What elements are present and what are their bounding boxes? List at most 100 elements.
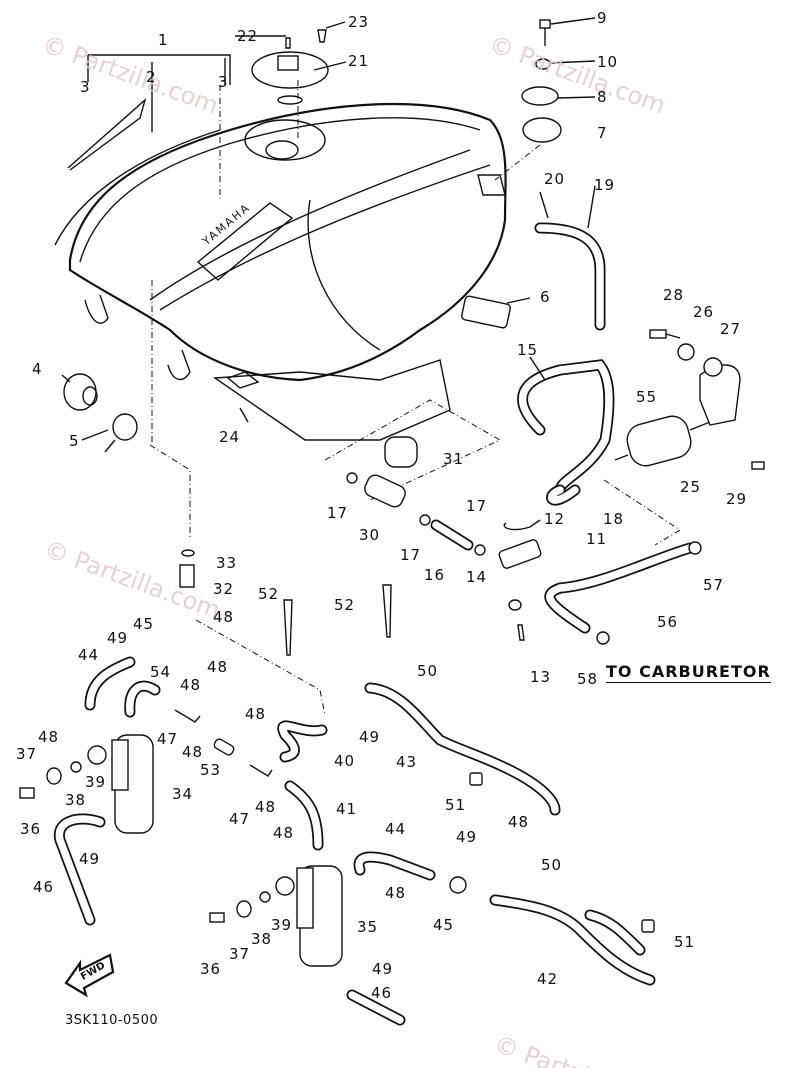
callout-8[interactable]: 8 xyxy=(597,88,608,106)
callout-49[interactable]: 49 xyxy=(372,960,394,978)
callout-33[interactable]: 33 xyxy=(216,554,238,572)
gasket-12[interactable] xyxy=(503,519,541,531)
collar-26[interactable] xyxy=(677,343,695,361)
callout-40[interactable]: 40 xyxy=(334,752,356,770)
bolt-9[interactable] xyxy=(539,19,551,29)
tank-stripe-decal[interactable] xyxy=(67,97,147,171)
callout-49[interactable]: 49 xyxy=(456,828,478,846)
callout-38[interactable]: 38 xyxy=(251,930,273,948)
callout-47[interactable]: 47 xyxy=(157,730,179,748)
callout-48[interactable]: 48 xyxy=(508,813,530,831)
callout-5[interactable]: 5 xyxy=(69,432,80,450)
callout-54[interactable]: 54 xyxy=(150,663,172,681)
callout-9[interactable]: 9 xyxy=(597,9,608,27)
callout-48[interactable]: 48 xyxy=(207,658,229,676)
callout-30[interactable]: 30 xyxy=(359,526,381,544)
callout-38[interactable]: 38 xyxy=(65,791,87,809)
callout-53[interactable]: 53 xyxy=(200,761,222,779)
callout-37[interactable]: 37 xyxy=(229,945,251,963)
callout-23[interactable]: 23 xyxy=(348,13,370,31)
callout-2[interactable]: 2 xyxy=(146,68,157,86)
callout-46[interactable]: 46 xyxy=(371,984,393,1002)
callout-10[interactable]: 10 xyxy=(597,53,619,71)
callout-13[interactable]: 13 xyxy=(530,668,552,686)
callout-3[interactable]: 3 xyxy=(218,73,229,91)
tank-stripe-decal-lower[interactable] xyxy=(54,129,221,246)
callout-56[interactable]: 56 xyxy=(657,613,679,631)
callout-41[interactable]: 41 xyxy=(336,800,358,818)
callout-48[interactable]: 48 xyxy=(255,798,277,816)
callout-48[interactable]: 48 xyxy=(213,608,235,626)
cover-31[interactable] xyxy=(384,436,418,468)
callout-52[interactable]: 52 xyxy=(334,596,356,614)
callout-44[interactable]: 44 xyxy=(78,646,100,664)
fuel-gauge-unit-4[interactable] xyxy=(63,373,98,411)
callout-39[interactable]: 39 xyxy=(271,916,293,934)
callout-35[interactable]: 35 xyxy=(357,918,379,936)
callout-49[interactable]: 49 xyxy=(359,728,381,746)
callout-24[interactable]: 24 xyxy=(219,428,241,446)
callout-31[interactable]: 31 xyxy=(443,450,465,468)
fuel-pump[interactable] xyxy=(614,413,721,470)
callout-46[interactable]: 46 xyxy=(33,878,55,896)
callout-45[interactable]: 45 xyxy=(133,615,155,633)
callout-50[interactable]: 50 xyxy=(541,856,563,874)
callout-48[interactable]: 48 xyxy=(180,676,202,694)
damper-7[interactable] xyxy=(522,117,562,143)
callout-36[interactable]: 36 xyxy=(20,820,42,838)
callout-4[interactable]: 4 xyxy=(32,360,43,378)
clip-5[interactable] xyxy=(112,413,138,441)
collar-10[interactable] xyxy=(535,58,551,70)
callout-47[interactable]: 47 xyxy=(229,810,251,828)
callout-51[interactable]: 51 xyxy=(674,933,696,951)
callout-26[interactable]: 26 xyxy=(693,303,715,321)
callout-1[interactable]: 1 xyxy=(158,31,169,49)
callout-17[interactable]: 17 xyxy=(400,546,422,564)
canister-34[interactable] xyxy=(111,734,154,834)
tank-bottom-plate[interactable] xyxy=(212,359,451,441)
callout-15[interactable]: 15 xyxy=(517,341,539,359)
callout-48[interactable]: 48 xyxy=(245,705,267,723)
callout-52[interactable]: 52 xyxy=(258,585,280,603)
fuel-cock-11[interactable] xyxy=(498,539,542,570)
damper-6[interactable] xyxy=(461,295,511,329)
callout-3[interactable]: 3 xyxy=(80,78,91,96)
screw-29[interactable] xyxy=(751,461,765,470)
fuel-filter-30[interactable] xyxy=(362,473,408,510)
callout-21[interactable]: 21 xyxy=(348,52,370,70)
callout-25[interactable]: 25 xyxy=(680,478,702,496)
callout-18[interactable]: 18 xyxy=(603,510,625,528)
callout-42[interactable]: 42 xyxy=(537,970,559,988)
callout-17[interactable]: 17 xyxy=(327,504,349,522)
callout-6[interactable]: 6 xyxy=(540,288,551,306)
canister-35[interactable] xyxy=(296,865,343,967)
callout-55[interactable]: 55 xyxy=(636,388,658,406)
cable-tie[interactable] xyxy=(382,584,392,638)
damper-8[interactable] xyxy=(521,86,559,106)
callout-14[interactable]: 14 xyxy=(466,568,488,586)
callout-32[interactable]: 32 xyxy=(213,580,235,598)
bolt-28[interactable] xyxy=(649,329,667,339)
callout-49[interactable]: 49 xyxy=(79,850,101,868)
callout-11[interactable]: 11 xyxy=(586,530,608,548)
callout-48[interactable]: 48 xyxy=(385,884,407,902)
callout-49[interactable]: 49 xyxy=(107,629,129,647)
callout-37[interactable]: 37 xyxy=(16,745,38,763)
callout-7[interactable]: 7 xyxy=(597,124,608,142)
callout-45[interactable]: 45 xyxy=(433,916,455,934)
callout-50[interactable]: 50 xyxy=(417,662,439,680)
callout-51[interactable]: 51 xyxy=(445,796,467,814)
callout-29[interactable]: 29 xyxy=(726,490,748,508)
callout-20[interactable]: 20 xyxy=(544,170,566,188)
callout-12[interactable]: 12 xyxy=(544,510,566,528)
pump-bracket-25[interactable] xyxy=(699,364,741,426)
fuel-cap[interactable] xyxy=(251,51,329,105)
callout-17[interactable]: 17 xyxy=(466,497,488,515)
callout-16[interactable]: 16 xyxy=(424,566,446,584)
callout-48[interactable]: 48 xyxy=(182,743,204,761)
callout-27[interactable]: 27 xyxy=(720,320,742,338)
callout-58[interactable]: 58 xyxy=(577,670,599,688)
callout-44[interactable]: 44 xyxy=(385,820,407,838)
callout-48[interactable]: 48 xyxy=(38,728,60,746)
callout-48[interactable]: 48 xyxy=(273,824,295,842)
